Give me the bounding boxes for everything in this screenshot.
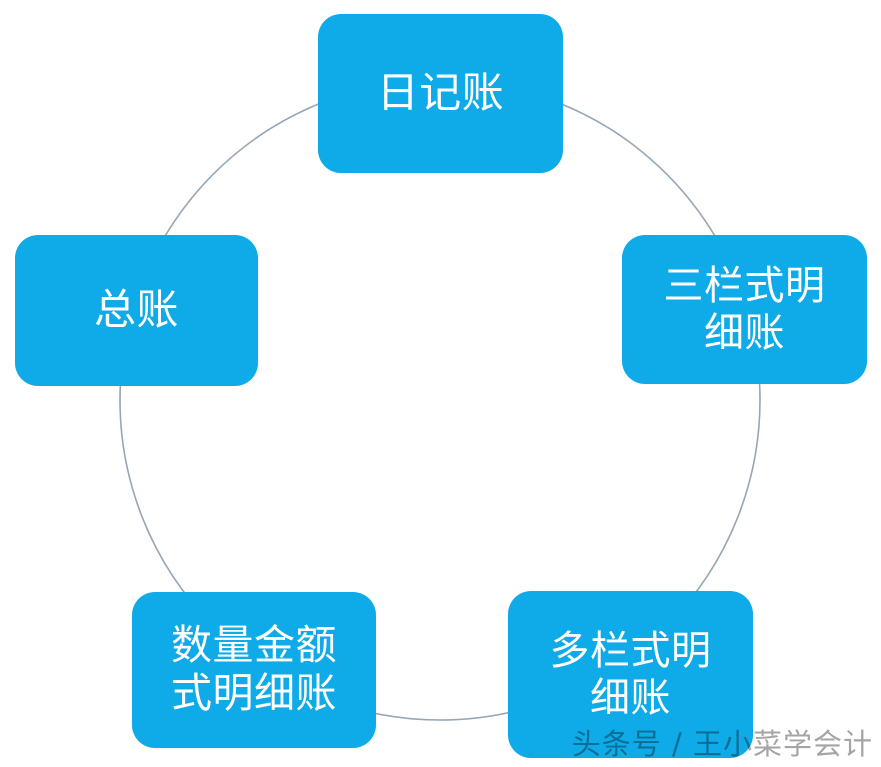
node-label: 数量金额 式明细账: [171, 622, 337, 716]
node-label: 总账: [93, 286, 179, 334]
node-label: 多栏式明 细账: [549, 629, 712, 720]
node-label: 三栏式明 细账: [663, 264, 826, 355]
node-三栏式明细账[interactable]: 三栏式明 细账: [622, 235, 867, 384]
watermark-text: 头条号 / 王小菜学会计: [571, 727, 873, 761]
node-日记账[interactable]: 日记账: [318, 14, 563, 173]
node-数量金额式明细账[interactable]: 数量金额 式明细账: [132, 592, 376, 748]
node-label: 日记账: [376, 69, 505, 117]
node-总账[interactable]: 总账: [15, 235, 258, 386]
